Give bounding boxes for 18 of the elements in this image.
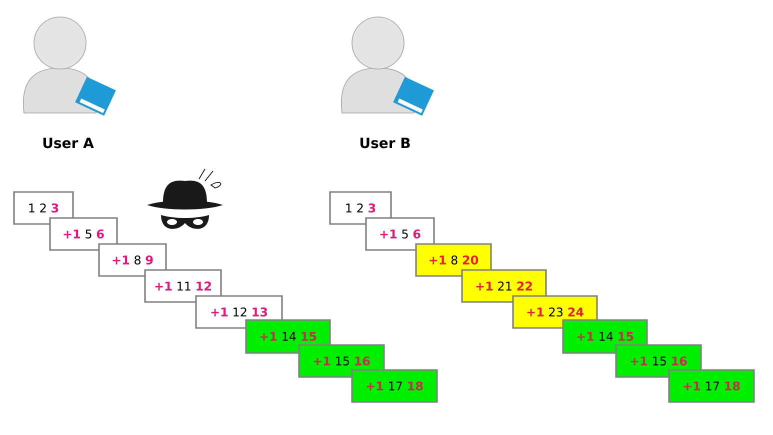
number-box: +1 17 18 [351,369,438,403]
number-box: +1 21 22 [461,269,547,303]
number-box: +1 11 12 [144,269,222,303]
number-box: +1 14 15 [245,319,331,354]
user-label: User B [360,138,410,148]
user-label: User A [43,138,94,148]
number-box: +1 23 24 [512,295,598,329]
number-box: +1 15 16 [298,344,385,378]
number-box: +1 15 16 [615,344,702,378]
number-box: 1 2 3 [329,191,392,225]
number-box: +1 8 20 [415,243,492,277]
number-box: +1 5 6 [49,217,118,251]
number-box: +1 12 13 [195,295,283,329]
number-box: +1 14 15 [562,319,648,354]
number-box: +1 8 9 [98,243,167,277]
number-box: 1 2 3 [13,191,74,225]
number-box: +1 5 6 [365,217,435,251]
number-box: +1 17 18 [668,369,755,403]
